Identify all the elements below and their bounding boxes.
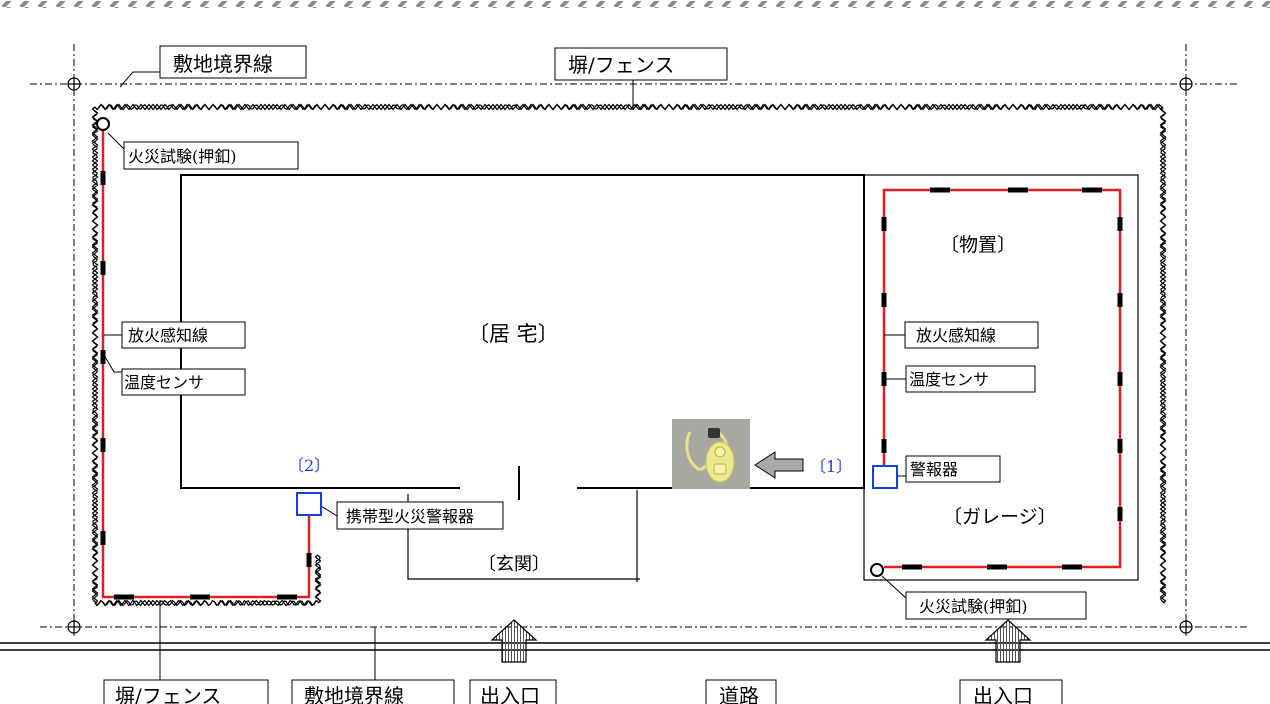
fence-segment [1159,106,1167,604]
portable-alarm-box [296,492,322,516]
top-border-stripe [0,1,1270,8]
temperature-sensor [930,187,950,193]
storage-label: 〔物置〕 [940,234,1016,256]
temperature-sensor [100,531,106,545]
callout-sensor-line-left: 放火感知線 [121,321,246,349]
callout-bottom-boundary: 敷地境界線 [291,679,455,704]
sensor-line-left [101,129,311,599]
sensor-line-right [882,188,1122,569]
marker-1: 〔1〕 [810,457,852,476]
callout-sensor-line-right: 放火感知線 [904,321,1039,349]
svg-text:火災試験(押釦): 火災試験(押釦) [128,147,237,166]
svg-text:出入口: 出入口 [480,684,540,704]
svg-text:火災試験(押釦): 火災試験(押釦) [919,597,1028,616]
callout-portable-alarm: 携帯型火災警報器 [336,501,504,530]
label-road: 道路 [705,679,777,704]
garage-label: 〔ガレージ〕 [943,506,1057,528]
svg-text:放火感知線: 放火感知線 [916,326,996,345]
temperature-sensor [1117,507,1123,521]
svg-text:放火感知線: 放火感知線 [128,326,208,345]
svg-text:敷地境界線: 敷地境界線 [173,52,273,76]
temperature-sensor [114,594,134,600]
fence-segment [94,103,1164,111]
fence-segment [314,554,322,604]
garage-building [863,174,1139,581]
residence-label: 〔居 宅〕 [468,322,559,346]
temperature-sensor [277,594,297,600]
callout-top-fence: 塀/フェンス [554,47,728,81]
temperature-sensor [1117,439,1123,453]
callout-top-boundary: 敷地境界線 [159,45,307,79]
temperature-sensor [1117,372,1123,386]
temperature-sensor [1082,187,1102,193]
svg-text:温度センサ: 温度センサ [909,370,989,389]
residence-walls [180,174,865,500]
boundary-corner-markers [67,77,1193,634]
site-boundary-line [30,44,1250,637]
temperature-sensors-right [881,187,1123,570]
temperature-sensor [1117,217,1123,231]
callout-alarm: 警報器 [905,455,1001,483]
entrance-hall-label: 〔玄関〕 [478,554,550,575]
label-entrance-left: 出入口 [469,679,557,704]
svg-text:塀/フェンス: 塀/フェンス [568,53,674,77]
road-lines [0,642,1270,651]
temperature-sensor [306,553,312,567]
callout-bottom-fence: 塀/フェンス [103,679,269,704]
fence-segment [94,599,319,607]
callout-temp-sensor-right: 温度センサ [905,365,1036,393]
svg-text:携帯型火災警報器: 携帯型火災警報器 [346,507,474,526]
arrow-up-icon [984,619,1032,663]
arrow-up-icon [490,619,538,663]
fence-segment [91,106,99,604]
svg-text:塀/フェンス: 塀/フェンス [115,684,221,704]
temperature-sensor [987,564,1007,570]
temperature-sensors-left [100,171,312,600]
temperature-sensor [881,439,887,453]
fire-test-button-right [870,563,884,577]
temperature-sensor [881,293,887,307]
svg-text:警報器: 警報器 [910,460,958,479]
temperature-sensor [1062,564,1082,570]
temperature-sensor [100,438,106,452]
svg-text:出入口: 出入口 [973,684,1033,704]
temperature-sensor [100,350,106,364]
label-entrance-right: 出入口 [959,679,1063,704]
temperature-sensor [1008,187,1028,193]
svg-text:温度センサ: 温度センサ [124,373,204,392]
fence-wall [91,103,1167,607]
portable-fire-alarm-photo [672,419,750,489]
fence-segment [1159,106,1167,604]
fire-test-button-left [96,117,110,131]
marker-2: 〔2〕 [288,456,330,475]
fence-segment [91,106,99,604]
temperature-sensor [190,594,210,600]
callout-temp-sensor-left: 温度センサ [121,368,246,396]
callout-fire-test-right: 火災試験(押釦) [905,591,1087,620]
svg-text:道路: 道路 [719,684,759,704]
fence-segment [94,103,1164,111]
svg-text:敷地境界線: 敷地境界線 [304,684,404,704]
arrow-left-icon [754,451,804,479]
callout-fire-test-left: 火災試験(押釦) [123,141,299,170]
temperature-sensor [100,171,106,185]
temperature-sensor [902,564,922,570]
temperature-sensor [881,217,887,231]
alarm-box-right [872,465,898,489]
temperature-sensor [1117,293,1123,307]
temperature-sensor [100,261,106,275]
